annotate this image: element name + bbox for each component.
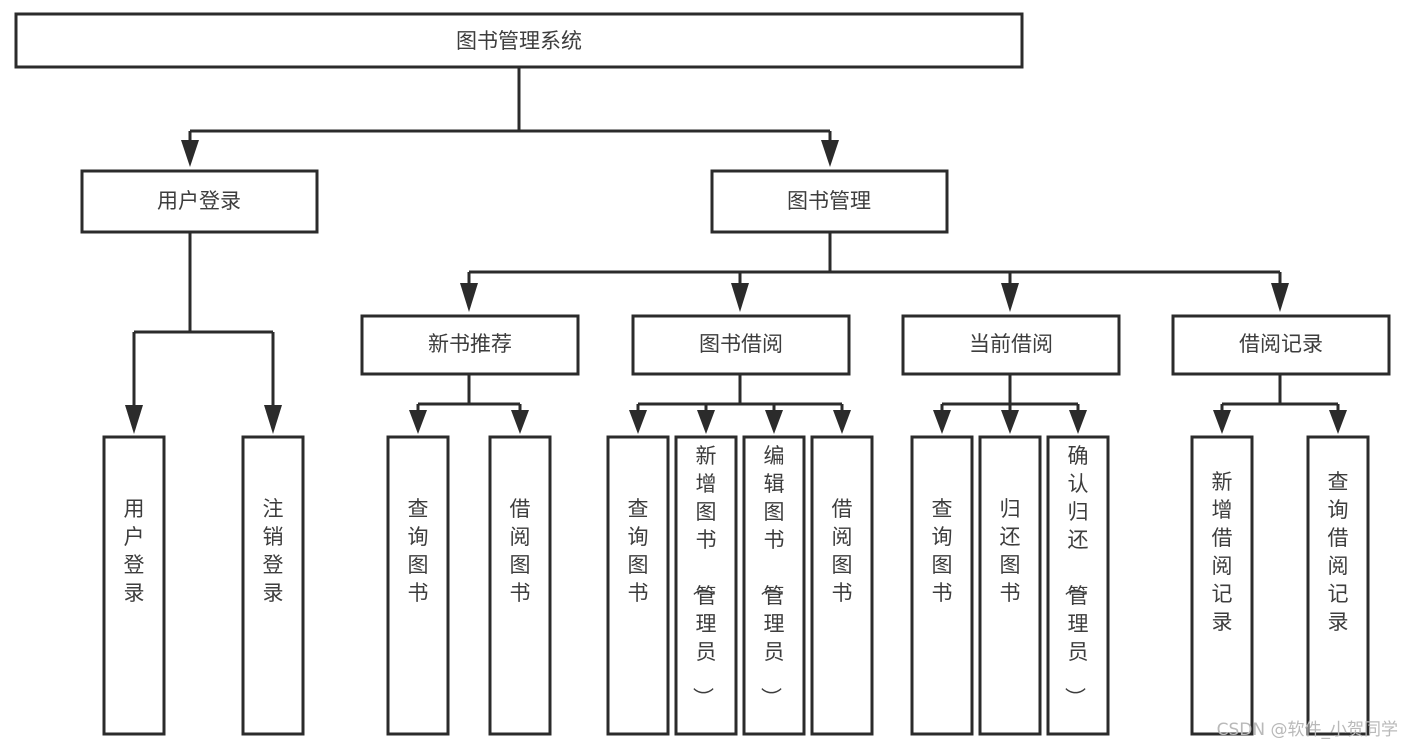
node-leaf-query-book-1-box[interactable]: [386, 435, 450, 736]
node-leaf-query-book-2-label: 查询图书: [628, 497, 649, 605]
node-leaf-confirm-return-admin-label: 确认归还（管理员）: [1063, 444, 1089, 708]
node-leaf-query-book-2[interactable]: 查询图书: [606, 435, 670, 736]
node-leaf-edit-book-admin-box[interactable]: [742, 435, 806, 736]
node-leaf-borrow-book-2[interactable]: 借阅图书: [810, 435, 874, 736]
node-current-borrow-label: 当前借阅: [969, 332, 1053, 356]
node-system-title-label: 图书管理系统: [456, 29, 582, 53]
arrow-bb-leaf-4: [833, 410, 851, 434]
arrow-cb-leaf-1: [933, 410, 951, 434]
node-leaf-borrow-book-1-box[interactable]: [488, 435, 552, 736]
arrow-bb-leaf-2: [697, 410, 715, 434]
arrow-nbr-leaf-2: [511, 410, 529, 434]
node-leaf-return-book-box[interactable]: [978, 435, 1042, 736]
node-leaf-borrow-book-1[interactable]: 借阅图书: [488, 435, 552, 736]
node-book-management[interactable]: 图书管理: [710, 169, 949, 234]
arrow-user-login-leaf-2: [264, 405, 282, 434]
node-leaf-add-borrow-record-box[interactable]: [1190, 435, 1254, 736]
arrow-user-login-leaf-1: [125, 405, 143, 434]
node-leaf-user-login-label: 用户登录: [124, 497, 145, 605]
node-leaf-logout-login-box[interactable]: [241, 435, 305, 736]
node-system-title-box[interactable]: [14, 12, 1024, 69]
arrow-root-to-user-login: [181, 140, 199, 167]
node-leaf-return-book[interactable]: 归还图书: [978, 435, 1042, 736]
node-borrow-record[interactable]: 借阅记录: [1171, 314, 1391, 376]
node-borrow-record-box[interactable]: [1171, 314, 1391, 376]
node-leaf-query-book-3-label: 查询图书: [932, 497, 953, 605]
node-leaf-add-book-admin[interactable]: 新增图书（管理员）: [674, 435, 738, 736]
node-leaf-add-borrow-record-label: 新增借阅记录: [1212, 470, 1233, 634]
arrow-root-to-book-management: [821, 140, 839, 167]
arrow-br-leaf-1: [1213, 410, 1231, 434]
connector-group-root: [181, 67, 839, 167]
node-user-login-label: 用户登录: [157, 189, 241, 213]
connector-group-new-book-recommend: [409, 375, 529, 434]
node-leaf-logout-login-label: 注销登录: [263, 497, 284, 605]
node-current-borrow[interactable]: 当前借阅: [901, 314, 1121, 376]
arrow-bb-leaf-3: [765, 410, 783, 434]
node-leaf-add-book-admin-box[interactable]: [674, 435, 738, 736]
connector-group-book-borrow: [629, 375, 851, 434]
node-leaf-query-book-3-box[interactable]: [910, 435, 974, 736]
node-leaf-add-book-admin-label: 新增图书（管理员）: [691, 444, 717, 708]
arrow-bm-to-book-borrow: [731, 283, 749, 312]
node-leaf-borrow-book-1-label: 借阅图书: [510, 497, 531, 605]
node-leaf-query-book-2-box[interactable]: [606, 435, 670, 736]
node-leaf-borrow-book-2-label: 借阅图书: [832, 497, 853, 605]
node-leaf-logout-login[interactable]: 注销登录: [241, 435, 305, 736]
node-leaf-confirm-return-admin[interactable]: 确认归还（管理员）: [1046, 435, 1110, 736]
node-leaf-return-book-label: 归还图书: [1000, 497, 1021, 605]
node-book-borrow-box[interactable]: [631, 314, 851, 376]
node-leaf-edit-book-admin[interactable]: 编辑图书（管理员）: [742, 435, 806, 736]
node-leaf-query-borrow-record[interactable]: 查询借阅记录: [1306, 435, 1370, 736]
watermark-label: CSDN @软件_小贺同学: [1217, 720, 1398, 740]
connector-group-user-login: [125, 232, 282, 434]
node-book-management-box[interactable]: [710, 169, 949, 234]
node-leaf-confirm-return-admin-box[interactable]: [1046, 435, 1110, 736]
arrow-bm-to-borrow-record: [1271, 283, 1289, 312]
node-new-book-recommend-label: 新书推荐: [428, 332, 512, 356]
node-leaf-query-borrow-record-label: 查询借阅记录: [1328, 470, 1349, 634]
node-leaf-edit-book-admin-label: 编辑图书（管理员）: [759, 444, 785, 708]
node-user-login-box[interactable]: [80, 169, 319, 234]
connector-group-current-borrow: [933, 375, 1087, 434]
node-book-management-label: 图书管理: [787, 189, 871, 213]
arrow-bm-to-new-book-recommend: [460, 283, 478, 312]
arrow-bm-to-current-borrow: [1001, 283, 1019, 312]
connector-group-book-management: [460, 232, 1289, 312]
arrow-br-leaf-2: [1329, 410, 1347, 434]
arrow-cb-leaf-2: [1001, 410, 1019, 434]
node-book-borrow-label: 图书借阅: [699, 332, 783, 356]
node-leaf-query-book-1[interactable]: 查询图书: [386, 435, 450, 736]
arrow-cb-leaf-3: [1069, 410, 1087, 434]
node-user-login[interactable]: 用户登录: [80, 169, 319, 234]
node-leaf-query-book-3[interactable]: 查询图书: [910, 435, 974, 736]
node-borrow-record-label: 借阅记录: [1239, 332, 1323, 356]
node-leaf-query-borrow-record-box[interactable]: [1306, 435, 1370, 736]
node-leaf-borrow-book-2-box[interactable]: [810, 435, 874, 736]
node-system-title[interactable]: 图书管理系统: [14, 12, 1024, 69]
node-leaf-user-login[interactable]: 用户登录: [102, 435, 166, 736]
node-book-borrow[interactable]: 图书借阅: [631, 314, 851, 376]
arrow-bb-leaf-1: [629, 410, 647, 434]
node-leaf-add-borrow-record[interactable]: 新增借阅记录: [1190, 435, 1254, 736]
node-leaf-query-book-1-label: 查询图书: [408, 497, 429, 605]
node-current-borrow-box[interactable]: [901, 314, 1121, 376]
node-new-book-recommend[interactable]: 新书推荐: [360, 314, 580, 376]
arrow-nbr-leaf-1: [409, 410, 427, 434]
node-leaf-user-login-box[interactable]: [102, 435, 166, 736]
node-new-book-recommend-box[interactable]: [360, 314, 580, 376]
connector-group-borrow-record: [1213, 375, 1347, 434]
